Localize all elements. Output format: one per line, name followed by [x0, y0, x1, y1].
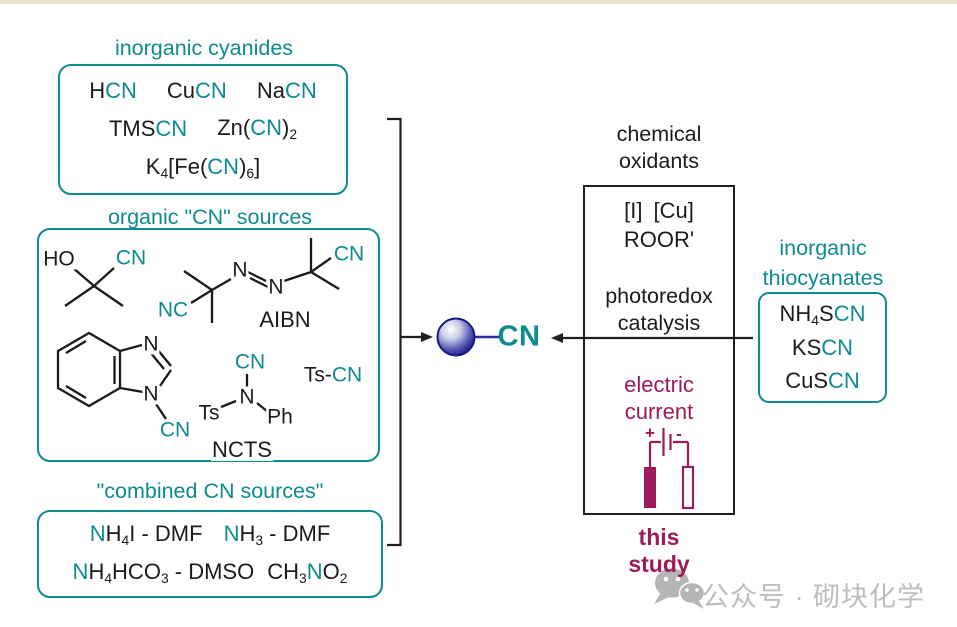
formula-nh4i-dmf: NH4I - DMF — [89, 521, 203, 549]
thiocyanates-row-1: NH4SCN — [762, 301, 883, 328]
formula-nacn: NaCN — [256, 77, 317, 103]
formula-hcn: HCN — [89, 77, 137, 103]
cyanides-row-1: HCN CuCN NaCN — [64, 78, 342, 104]
formula-zncn2: Zn(CN)2 — [217, 115, 298, 143]
benzimidazole-cn-label: CN — [158, 418, 192, 442]
inorganic-cyanides-title: inorganic cyanides — [114, 36, 294, 60]
hydroxyl-label: HO — [42, 247, 76, 271]
aibn-name-label: AIBN — [258, 307, 312, 332]
ncts-n-label: N — [238, 385, 256, 409]
combined-sources-box: NH4I - DMF NH3 - DMF NH4HCO3 - DMSO CH3N… — [37, 510, 383, 598]
this-study-label: this study — [583, 524, 735, 578]
photoredox-line2: catalysis — [617, 311, 701, 335]
arrow-left-to-sphere — [401, 332, 433, 342]
thiocyanates-title: inorganic thiocyanates — [753, 233, 893, 293]
formula-cuscn: CuSCN — [785, 367, 860, 393]
aibn-n1-label: N — [231, 258, 249, 282]
formula-cucn: CuCN — [166, 77, 227, 103]
thiocyanates-box: NH4SCN KSCN CuSCN — [758, 292, 887, 403]
inorganic-cyanides-box: HCN CuCN NaCN TMSCN Zn(CN)2 K4[Fe(CN)6] — [58, 64, 348, 195]
battery-plus-sign: + — [645, 423, 655, 443]
formula-kscn: KSCN — [791, 335, 854, 361]
chemical-oxidants-title-line2: oxidants — [618, 149, 700, 173]
cyanohydrin-cn-label: CN — [114, 246, 148, 270]
formula-k4fecn6: K4[Fe(CN)6] — [145, 154, 261, 182]
photoredox-line1: photoredox — [605, 284, 713, 308]
formula-ch3no2: CH3NO2 — [267, 559, 348, 587]
chemical-oxidants-title-line1: chemical — [616, 122, 702, 146]
top-divider — [0, 0, 957, 4]
aibn-n2-label: N — [267, 275, 285, 299]
organic-sources-box — [37, 228, 380, 462]
formula-nh3-dmf: NH3 - DMF — [223, 521, 331, 549]
electric-current-label: electric current — [583, 371, 735, 425]
watermark-text: 公众号 · 砌块化学 — [702, 582, 925, 612]
thiocyanates-title-line1: inorganic — [779, 236, 867, 260]
tscn-label: Ts-CN — [302, 363, 364, 387]
combined-sources-title: "combined CN sources" — [96, 479, 324, 503]
thiocyanates-title-line2: thiocyanates — [762, 266, 884, 290]
oxidants-box — [583, 185, 735, 515]
formula-nh4hco3-dmso: NH4HCO3 - DMSO — [72, 559, 255, 587]
this-study-line1: this — [638, 524, 680, 550]
combined-row-1: NH4I - DMF NH3 - DMF — [41, 521, 379, 548]
ncts-name-label: NCTS — [211, 437, 273, 462]
electric-line2: current — [624, 399, 694, 424]
electric-line1: electric — [624, 372, 694, 397]
cyanides-row-3: K4[Fe(CN)6] — [64, 154, 342, 181]
photoredox-label: photoredox catalysis — [583, 283, 735, 337]
metal-oxidants-label: [I] [Cu] — [624, 198, 694, 223]
this-study-line2: study — [628, 551, 690, 577]
benzimidazole-n-bottom-label: N — [142, 382, 160, 406]
chemical-oxidants-title: chemical oxidants — [583, 121, 735, 175]
combined-row-2: NH4HCO3 - DMSO CH3NO2 — [41, 559, 379, 586]
ncts-cn-label: CN — [233, 350, 267, 374]
aibn-cn-label: CN — [332, 242, 366, 266]
peroxide-label: ROOR' — [623, 227, 695, 252]
organic-sources-title: organic "CN" sources — [107, 205, 313, 229]
cyanides-row-2: TMSCN Zn(CN)2 — [64, 115, 342, 142]
benzimidazole-n-top-label: N — [142, 332, 160, 356]
ncts-ph-label: Ph — [266, 405, 294, 429]
thiocyanates-row-3: CuSCN — [762, 368, 883, 394]
formula-tmscn: TMSCN — [108, 115, 188, 141]
aibn-nc-label: NC — [156, 298, 190, 322]
battery-minus-sign: - — [676, 424, 682, 444]
ncts-ts-label: Ts — [197, 401, 221, 425]
thiocyanates-row-2: KSCN — [762, 335, 883, 361]
product-cn-label: CN — [497, 320, 541, 353]
formula-nh4scn: NH4SCN — [779, 301, 866, 329]
substrate-sphere — [436, 317, 501, 357]
